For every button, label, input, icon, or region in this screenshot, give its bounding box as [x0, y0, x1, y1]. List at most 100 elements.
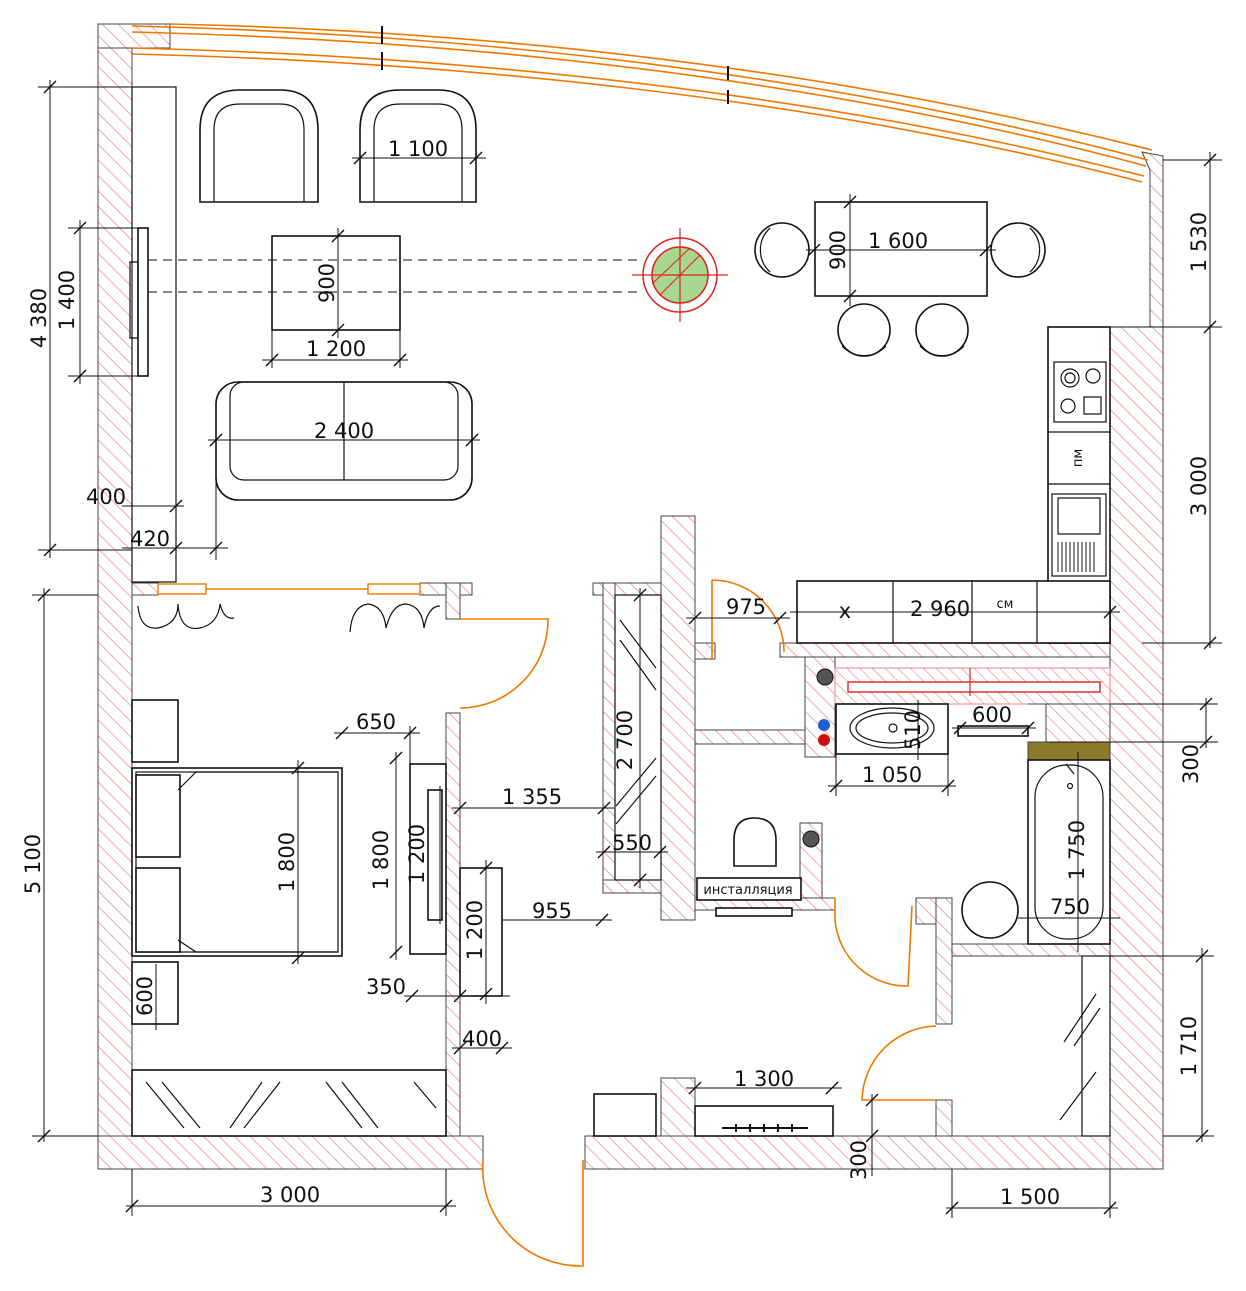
dim-1355: 1 355: [502, 785, 562, 809]
dim-1800-bed: 1 800: [275, 832, 299, 892]
dim-3000-right: 3 000: [1187, 456, 1211, 516]
bedroom-window-left: [157, 583, 207, 595]
sink-drain-icon: [888, 723, 898, 733]
dim-900-dining: 900: [826, 230, 850, 270]
closet-right: [1081, 955, 1111, 1137]
wall-bath-floor: [951, 943, 1111, 957]
dishwasher-label: см: [997, 597, 1014, 612]
curtain-left: [137, 603, 235, 630]
wall-bedroom-top-left: [131, 582, 159, 596]
walls: [97, 23, 1164, 1170]
wall-bottom-right: [584, 1135, 1164, 1170]
wall-storage: [694, 729, 806, 745]
fridge: [1051, 493, 1107, 577]
armchair-left: [199, 89, 319, 203]
entrance-door: [481, 1159, 584, 1267]
cold-water-icon: [818, 719, 830, 731]
doors: [459, 579, 937, 1267]
wall-bedroom-top-end: [445, 582, 461, 620]
hall-bench: [459, 867, 503, 997]
dim-900-table: 900: [315, 263, 339, 303]
oven-label: пм: [1071, 449, 1086, 467]
bathroom-shelf: [957, 725, 1029, 737]
wall-corridor-bottom: [602, 879, 662, 894]
dimension-labels: 4 380 1 400 1 100 900 1 200 2 400 400 42…: [21, 137, 1211, 1209]
dining-table: [814, 201, 988, 297]
bathroom: [696, 668, 1111, 945]
dim-975: 975: [726, 595, 766, 619]
dim-550: 550: [612, 831, 652, 855]
riser-pipe-icon: [816, 668, 834, 686]
wall-bath-top: [694, 642, 716, 660]
hall-console-knobs: [722, 1124, 808, 1132]
dimension-lines: [32, 80, 1222, 1218]
hot-water-icon: [818, 734, 830, 746]
dim-2960: 2 960: [910, 597, 970, 621]
sink-label: x: [839, 599, 851, 623]
hob: [1053, 361, 1107, 423]
dim-600-bath: 600: [972, 703, 1012, 727]
dim-1710: 1 710: [1177, 1016, 1201, 1076]
dim-4380: 4 380: [27, 288, 51, 348]
wall-hall-storage: [660, 1077, 696, 1137]
pillow-2: [135, 867, 181, 953]
corridor-mirror-wardrobe: [614, 594, 662, 881]
dim-1050: 1 050: [862, 763, 922, 787]
nightstand-top: [131, 699, 179, 763]
wall-left-outer: [97, 23, 133, 1170]
dim-5100: 5 100: [21, 834, 45, 894]
installation-label: инсталляция: [703, 883, 792, 898]
bathtub: [1027, 759, 1111, 945]
dim-1400: 1 400: [55, 270, 79, 330]
wall-closet-left: [935, 1099, 953, 1137]
tv-wall-panel: [131, 86, 177, 583]
dim-1750: 1 750: [1065, 820, 1089, 880]
dim-350: 350: [366, 975, 406, 999]
wc-door: [834, 898, 913, 987]
bedroom-door: [459, 618, 549, 709]
nightstand-bottom: [131, 961, 179, 1025]
bedroom-tv: [427, 789, 443, 921]
dim-1530: 1 530: [1187, 212, 1211, 272]
dim-300-bottom: 300: [847, 1140, 871, 1180]
dining-chairs: [754, 222, 1046, 357]
kitchen-bath-door: [711, 579, 785, 660]
tv-unit: [137, 227, 149, 377]
dim-600-nightstand: 600: [133, 976, 157, 1016]
coffee-table: [271, 235, 401, 331]
wall-bedroom-right: [445, 712, 461, 1137]
curtain-right: [349, 603, 441, 633]
bedroom: [131, 583, 503, 1137]
dim-1200-bench: 1 200: [463, 900, 487, 960]
wall-bath-lower: [935, 897, 953, 1025]
dim-400-top: 400: [86, 485, 126, 509]
dim-1800-wardrobe: 1 800: [369, 830, 393, 890]
bathroom-sink: [849, 707, 935, 749]
riser-pipe-wc-icon: [802, 830, 820, 848]
dim-400-mid: 400: [462, 1027, 502, 1051]
dim-1200-table: 1 200: [306, 337, 366, 361]
hall-cabinet: [593, 1093, 657, 1137]
wall-bottom-left: [97, 1135, 484, 1170]
dim-1200-tv: 1 200: [405, 824, 429, 884]
dim-300-right: 300: [1179, 744, 1203, 784]
dim-650: 650: [356, 710, 396, 734]
bathroom-sink-counter: [835, 703, 949, 755]
washing-machine: [961, 881, 1019, 939]
wall-bath-left: [660, 515, 696, 921]
dim-1600: 1 600: [868, 229, 928, 253]
dim-955: 955: [532, 899, 572, 923]
wall-kitchen-base: [779, 642, 1111, 658]
dim-1300: 1 300: [734, 1067, 794, 1091]
toilet: [733, 817, 777, 867]
dim-420: 420: [130, 527, 170, 551]
wall-right-window-stub: [1141, 151, 1164, 328]
wall-top-stub: [97, 23, 171, 49]
dim-2400: 2 400: [314, 419, 374, 443]
towel-heater: [847, 681, 1101, 693]
bedroom-window-right: [367, 583, 421, 595]
dim-510: 510: [901, 710, 925, 750]
mechanical-shaft-hatch: [1045, 703, 1111, 743]
wall-right-outer: [1109, 326, 1164, 1170]
